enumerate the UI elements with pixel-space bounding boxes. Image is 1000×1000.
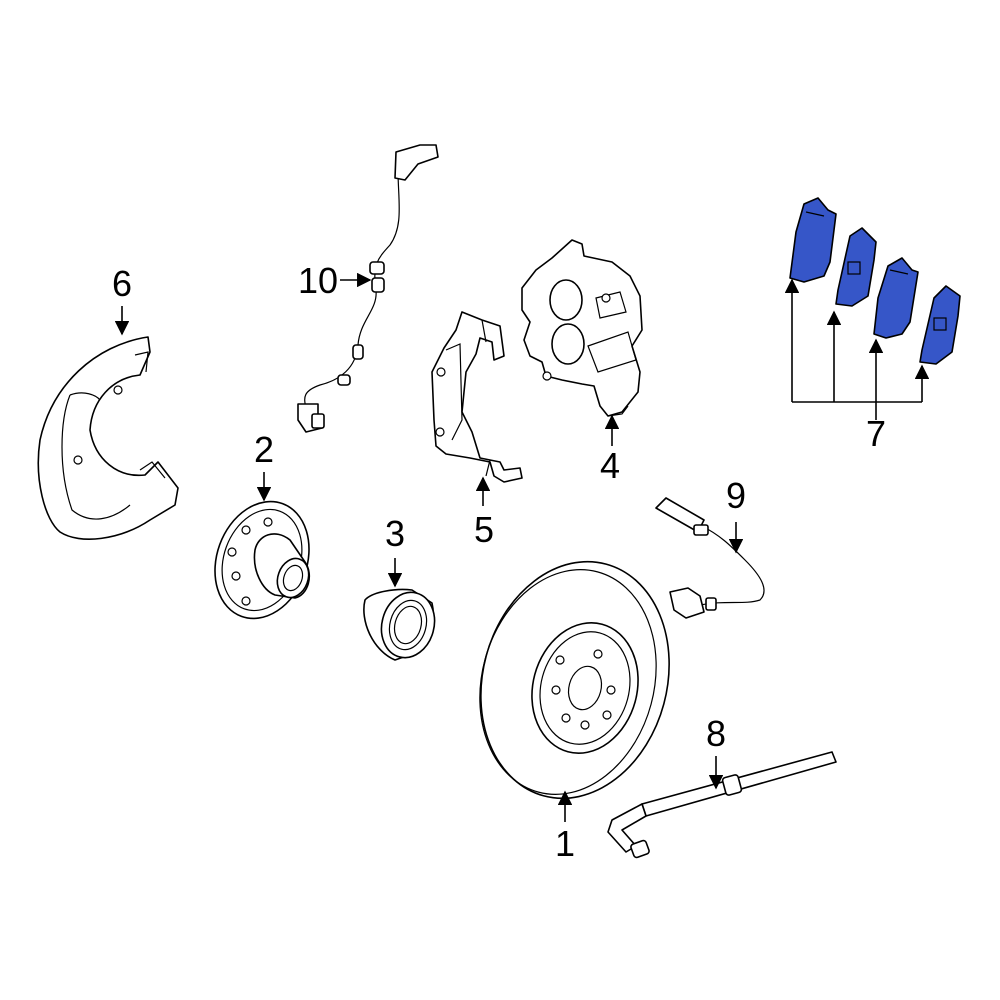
callout-labels: 1 2 3 4 5 6 7 8 9 10 xyxy=(112,260,886,864)
brake-pad-3 xyxy=(873,257,919,339)
callout-9: 9 xyxy=(726,475,746,516)
callout-2: 2 xyxy=(254,429,274,470)
callout-5: 5 xyxy=(474,509,494,550)
callout-6: 6 xyxy=(112,263,132,304)
caliper-support-bracket[interactable] xyxy=(431,311,523,483)
pad-wear-sensor[interactable] xyxy=(655,497,765,619)
brake-pad-2 xyxy=(835,227,877,307)
brake-pad-1 xyxy=(789,197,837,283)
brake-pads[interactable] xyxy=(789,197,961,365)
brake-caliper[interactable] xyxy=(521,239,643,417)
callout-1: 1 xyxy=(555,823,575,864)
callout-8: 8 xyxy=(706,713,726,754)
callout-7: 7 xyxy=(866,413,886,454)
abs-sensor[interactable] xyxy=(297,144,439,433)
callout-3: 3 xyxy=(385,513,405,554)
leader-7 xyxy=(784,278,930,420)
wheel-hub[interactable] xyxy=(199,488,325,632)
brake-rotor[interactable] xyxy=(455,540,695,819)
splash-shield[interactable] xyxy=(37,336,179,540)
brake-hose[interactable] xyxy=(607,751,837,859)
brake-pad-4 xyxy=(919,285,961,365)
callout-10: 10 xyxy=(298,260,338,301)
leader-lines xyxy=(114,272,930,822)
callout-4: 4 xyxy=(600,445,620,486)
wheel-bearing[interactable] xyxy=(363,586,442,663)
